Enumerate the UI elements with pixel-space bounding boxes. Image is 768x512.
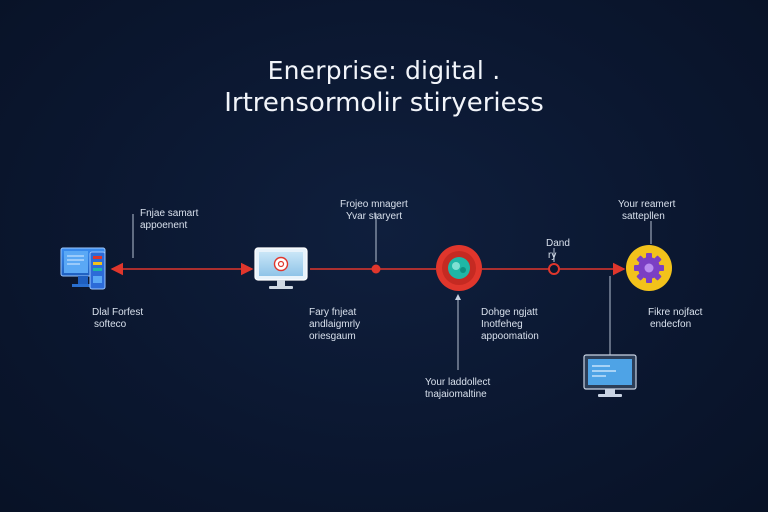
label-your-reamert: Your reamert sattepllen — [618, 199, 675, 223]
label-line: Fary fnjeat — [309, 307, 357, 318]
label-line: Your laddollect — [425, 377, 491, 388]
label-line: Your reamert — [618, 199, 676, 210]
label-line: andlaigmrly — [309, 319, 361, 330]
label-dand: Dand ry — [546, 238, 570, 262]
label-line: Dand — [546, 238, 570, 249]
label-line: ry — [548, 250, 557, 261]
timeline-point-2 — [548, 263, 560, 275]
label-line: Inotfeheg — [481, 319, 523, 330]
label-line: Yvar staryert — [346, 211, 403, 222]
callout-lines — [132, 214, 652, 370]
label-line: sattepllen — [622, 211, 665, 222]
label-line: Fikre nojfact — [648, 307, 703, 318]
timeline-point-1 — [371, 264, 381, 274]
label-line: tnajaiomaltine — [425, 389, 487, 400]
label-line: softeco — [94, 319, 127, 330]
label-line: appoenent — [140, 220, 188, 231]
desktop-monitor-icon — [583, 354, 637, 397]
red-hub-icon — [436, 245, 482, 291]
label-project-manager: Frojeo mnagert Yvar staryert — [340, 199, 408, 223]
label-line: appoomation — [481, 331, 539, 342]
gear-settings-icon — [626, 245, 672, 291]
diagram-title-line-1: Enerprise: digital . — [267, 56, 501, 85]
monitor-shield-icon — [254, 247, 308, 289]
label-smart-component: Fnjae samart appoenent — [140, 208, 198, 232]
label-fary-fnjeat: Fary fnjeat andlaigmrly oriesgaum — [309, 307, 360, 343]
label-dual-forfest: Dlal Forfest softeco — [92, 307, 143, 331]
label-line: endecfon — [650, 319, 692, 330]
label-line: Fnjae samart — [140, 208, 199, 219]
diagram-title-line-2: Irtrensormolir stiryeriess — [224, 88, 544, 118]
callout-arrowhead — [455, 294, 461, 300]
label-your-laddollect: Your laddollect tnajaiomaltine — [425, 377, 490, 401]
label-line: Frojeo mnagert — [340, 199, 408, 210]
label-line: Dlal Forfest — [92, 307, 144, 318]
desktop-computer-icon — [60, 247, 106, 290]
label-fikre-nojfact: Fikre nojfact endecfon — [648, 307, 702, 331]
label-line: Dohge ngjatt — [481, 307, 538, 318]
label-dohge-ngjatt: Dohge ngjatt Inotfeheg appoomation — [481, 307, 539, 343]
label-line: oriesgaum — [309, 331, 356, 342]
